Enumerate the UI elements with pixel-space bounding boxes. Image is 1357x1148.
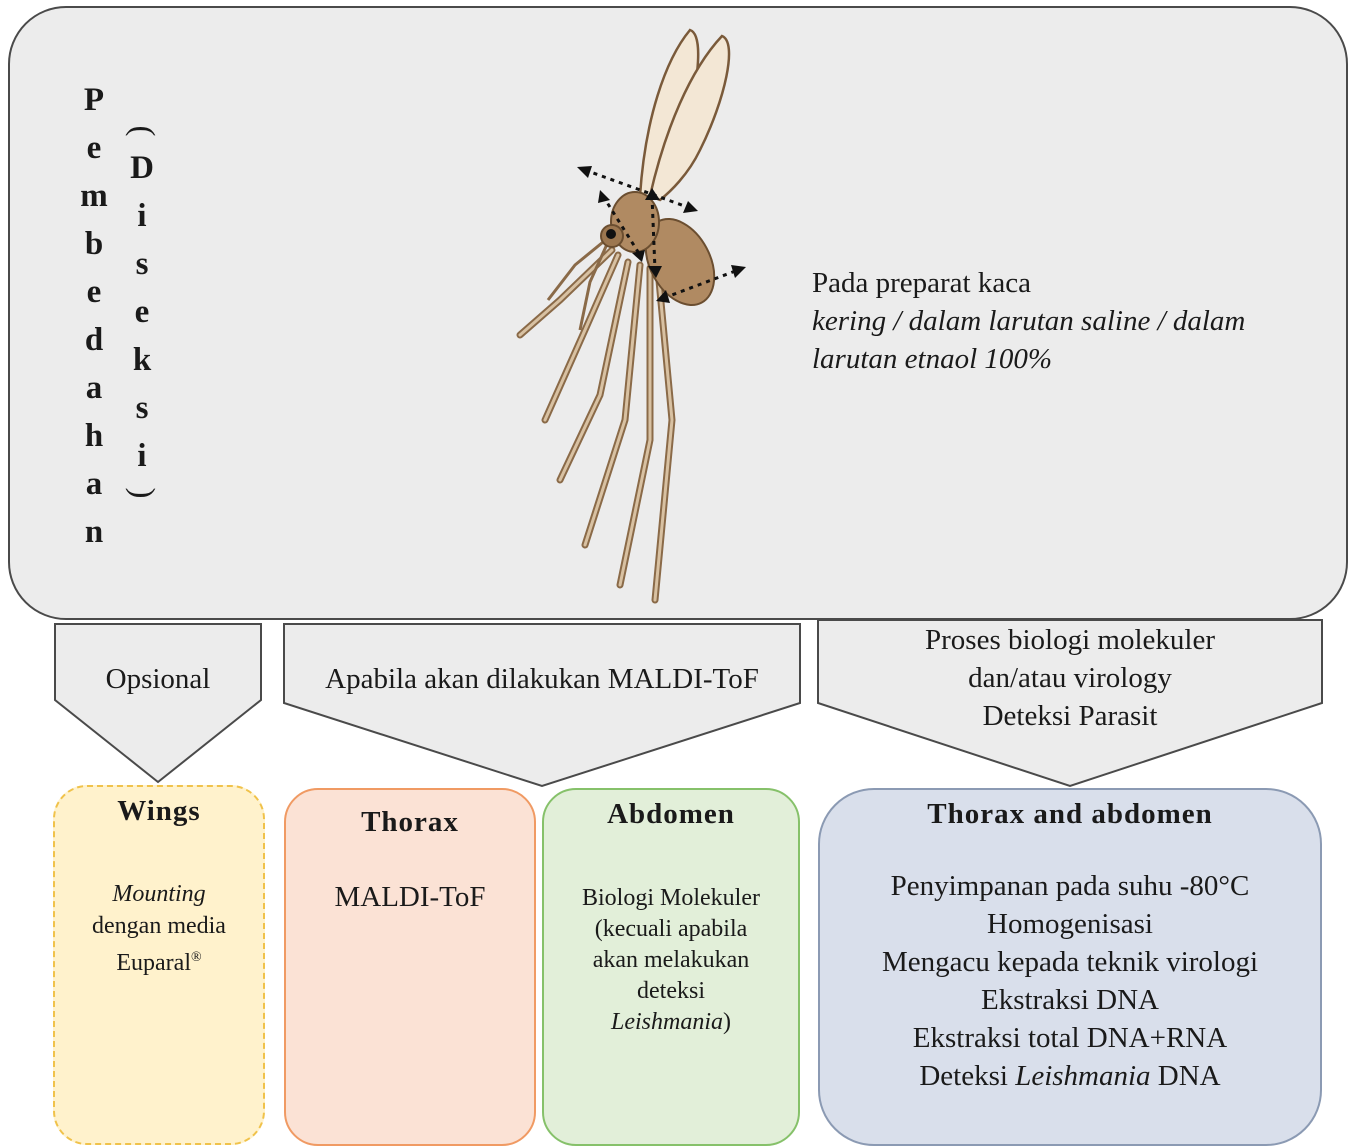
abdomen-line-3: akan melakukan — [544, 945, 798, 976]
abdomen-line-4: deteksi — [544, 976, 798, 1007]
abdomen-title: Abdomen — [544, 798, 798, 831]
thorax-title: Thorax — [286, 806, 534, 839]
abdomen-line-5: Leishmania) — [544, 1007, 798, 1038]
ta-line-6-prefix: Deteksi — [919, 1060, 1015, 1092]
thorax-abdomen-title: Thorax and abdomen — [820, 798, 1320, 831]
arrow-label-molecular-line-2: dan/atau virology — [818, 659, 1322, 697]
thorax-abdomen-box: Thorax and abdomen Penyimpanan pada suhu… — [818, 788, 1322, 1146]
registered-mark: ® — [191, 950, 202, 965]
arrow-label-molecular: Proses biologi molekuler dan/atau virolo… — [818, 621, 1322, 735]
ta-line-2: Homogenisasi — [820, 905, 1320, 943]
arrow-opsional — [55, 624, 261, 782]
ta-line-6-italic: Leishmania — [1015, 1060, 1150, 1092]
ta-line-6-suffix: DNA — [1151, 1060, 1221, 1092]
ta-line-4: Ekstraksi DNA — [820, 981, 1320, 1019]
wings-line-3-wrap: Euparal® — [55, 942, 263, 979]
ta-line-5: Ekstraksi total DNA+RNA — [820, 1019, 1320, 1057]
arrow-maldi — [284, 624, 800, 786]
abdomen-line-5-tail: ) — [723, 1009, 731, 1035]
abdomen-line-1: Biologi Molekuler — [544, 883, 798, 914]
wings-title: Wings — [55, 795, 263, 828]
wings-box: Wings Mounting dengan media Euparal® — [53, 785, 265, 1145]
ta-line-3: Mengacu kepada teknik virologi — [820, 943, 1320, 981]
abdomen-box: Abdomen Biologi Molekuler (kecuali apabi… — [542, 788, 800, 1146]
thorax-box: Thorax MALDI-ToF — [284, 788, 536, 1146]
wings-line-2: dengan media — [55, 910, 263, 942]
thorax-line-1: MALDI-ToF — [286, 881, 534, 914]
arrow-label-opsional: Opsional — [55, 660, 261, 698]
ta-line-6: Deteksi Leishmania DNA — [820, 1057, 1320, 1095]
arrow-label-maldi: Apabila akan dilakukan MALDI-ToF — [284, 660, 800, 698]
arrow-label-molecular-line-3: Deteksi Parasit — [818, 697, 1322, 735]
abdomen-line-5-italic: Leishmania — [611, 1009, 723, 1035]
arrow-label-molecular-line-1: Proses biologi molekuler — [818, 621, 1322, 659]
ta-line-1: Penyimpanan pada suhu -80°C — [820, 867, 1320, 905]
abdomen-line-2: (kecuali apabila — [544, 914, 798, 945]
wings-line-3: Euparal — [116, 950, 191, 976]
wings-line-1: Mounting — [55, 878, 263, 910]
